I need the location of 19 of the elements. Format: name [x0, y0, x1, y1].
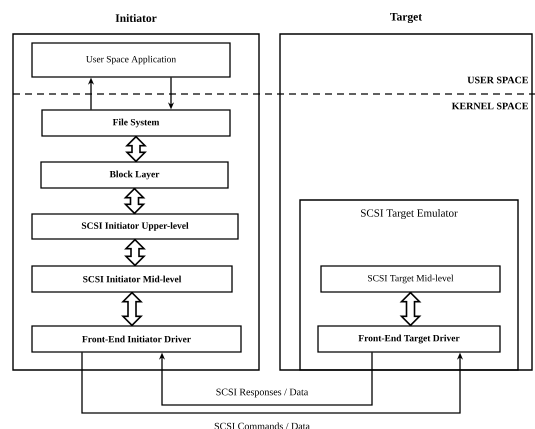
layer-box: Block Layer — [40, 161, 229, 189]
layer-box: SCSI Target Mid-level — [320, 265, 501, 293]
double-arrow — [124, 188, 146, 214]
region-label: KERNEL SPACE — [452, 102, 528, 110]
node-label: Initiator — [116, 14, 157, 22]
double-arrow — [124, 238, 146, 266]
double-arrow — [400, 292, 422, 326]
layer-box: SCSI Initiator Upper-level — [31, 213, 239, 240]
layer-box: Front-End Target Driver — [317, 325, 501, 353]
layer-box: User Space Application — [31, 42, 231, 78]
region-label: USER SPACE — [468, 76, 528, 84]
arrow — [158, 352, 373, 406]
edge-label: SCSI Responses / Data — [214, 388, 310, 398]
double-arrow — [121, 292, 143, 326]
double-arrow — [125, 136, 147, 162]
node-label: Target — [390, 12, 422, 24]
layer-box: SCSI Initiator Mid-level — [31, 265, 233, 293]
layer-box: File System — [41, 109, 231, 137]
layer-box: Front-End Initiator Driver — [31, 325, 242, 353]
